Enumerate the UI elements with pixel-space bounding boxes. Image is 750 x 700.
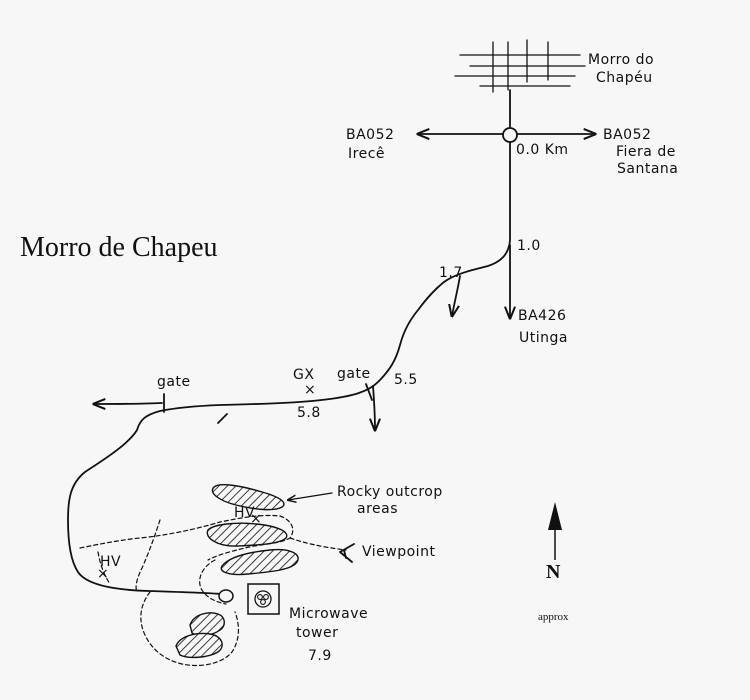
hv-1-cross-icon: × [250,511,262,527]
hv-1-label: HV [234,505,255,521]
hv-2-label: HV [100,554,121,570]
road-west-dest: Irecê [348,146,385,162]
north-letter: N [546,561,561,583]
north-arrow-icon [548,502,562,560]
road-south-dest: Utinga [519,330,568,346]
route-end-marker [218,589,234,603]
footpaths [79,514,347,667]
viewpoint-icon [339,543,355,563]
town-label-line1: Morro do [588,52,654,68]
distance-5-8: 5.8 [297,405,321,421]
distance-1-7: 1.7 [439,265,463,281]
distance-start: 0.0 Km [516,142,569,158]
rocky-label-line1: Rocky outcrop [337,484,443,500]
start-roundabout [502,127,518,143]
viewpoint-label: Viewpoint [362,544,435,560]
tower-label-line2: tower [296,625,338,641]
north-approx-note: approx [538,611,569,623]
route-main [67,89,511,595]
road-east-dest1: Fiera de [616,144,676,160]
distance-1-0: 1.0 [517,238,541,254]
map-title: Morro de Chapeu [20,232,218,263]
town-label-line2: Chapéu [596,70,653,86]
distance-7-9: 7.9 [308,648,332,664]
road-east-code: BA052 [603,127,651,143]
road-east-dest2: Santana [617,161,678,177]
rocky-pointer [288,492,333,500]
road-west-code: BA052 [346,127,394,143]
gate-2-mark [365,383,373,401]
gx-cross-icon: × [304,382,316,398]
distance-5-5: 5.5 [394,372,418,388]
branch-5-5 [373,385,375,430]
branch-1-7 [452,275,461,316]
gx-label: GX [293,367,314,383]
microwave-tower-box [247,583,280,615]
hv-2-cross-icon: × [97,566,109,582]
branch-west [94,403,163,404]
gate-2-label: gate [337,366,371,382]
track-tick [217,413,228,424]
road-south-code: BA426 [518,308,566,324]
microwave-tower-icon [254,590,272,608]
town-grid [454,39,586,93]
rocky-outcrops [175,484,299,659]
tower-label-line1: Microwave [289,606,368,622]
gate-1-label: gate [157,374,191,390]
rocky-label-line2: areas [357,501,398,517]
